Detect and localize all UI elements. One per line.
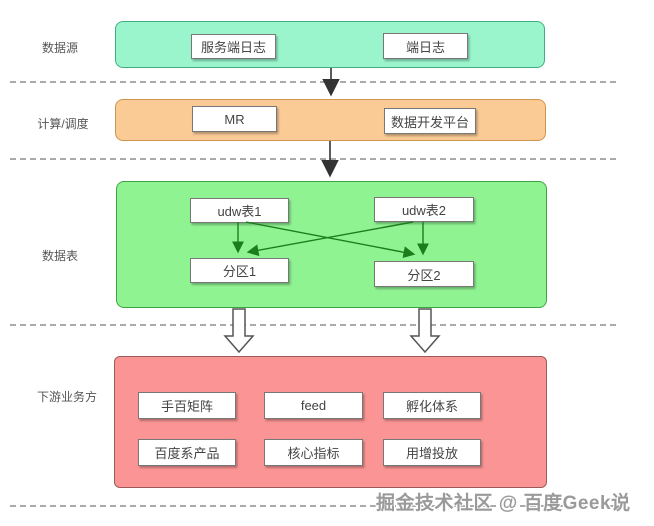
node-udw-table-2: udw表2 bbox=[374, 197, 474, 222]
section-label-tables: 数据表 bbox=[41, 249, 78, 263]
node-shoubai-matrix: 手百矩阵 bbox=[138, 392, 236, 419]
group-compute-schedule: MR 数据开发平台 bbox=[115, 99, 546, 141]
node-user-growth-ads: 用增投放 bbox=[383, 439, 481, 466]
node-partition-1: 分区1 bbox=[190, 258, 289, 283]
hollow-arrow-left bbox=[223, 308, 255, 354]
section-divider-4 bbox=[10, 505, 616, 507]
group-downstream-business: 手百矩阵 feed 孵化体系 百度系产品 核心指标 用增投放 bbox=[114, 356, 547, 488]
section-divider-3 bbox=[10, 324, 616, 326]
node-incubation-system: 孵化体系 bbox=[383, 392, 481, 419]
node-baidu-products: 百度系产品 bbox=[138, 439, 236, 466]
group-data-tables: udw表1 udw表2 分区1 分区2 bbox=[116, 181, 547, 308]
hollow-arrow-right bbox=[409, 308, 441, 354]
section-divider-2 bbox=[10, 158, 616, 160]
node-partition-2: 分区2 bbox=[374, 261, 474, 287]
node-mr: MR bbox=[192, 106, 277, 132]
node-core-metrics: 核心指标 bbox=[264, 439, 363, 466]
section-label-source: 数据源 bbox=[41, 41, 78, 55]
watermark-text: 掘金技术社区 @ 百度Geek说 bbox=[376, 493, 631, 514]
section-divider-1 bbox=[10, 81, 616, 83]
node-udw-table-1: udw表1 bbox=[190, 198, 289, 223]
group-data-source: 服务端日志 端日志 bbox=[115, 21, 545, 68]
node-client-log: 端日志 bbox=[383, 33, 468, 59]
section-label-compute: 计算/调度 bbox=[37, 117, 89, 131]
section-label-downstream: 下游业务方 bbox=[36, 390, 97, 404]
node-feed: feed bbox=[264, 392, 363, 419]
node-data-dev-platform: 数据开发平台 bbox=[384, 108, 476, 134]
node-server-log: 服务端日志 bbox=[191, 34, 276, 59]
